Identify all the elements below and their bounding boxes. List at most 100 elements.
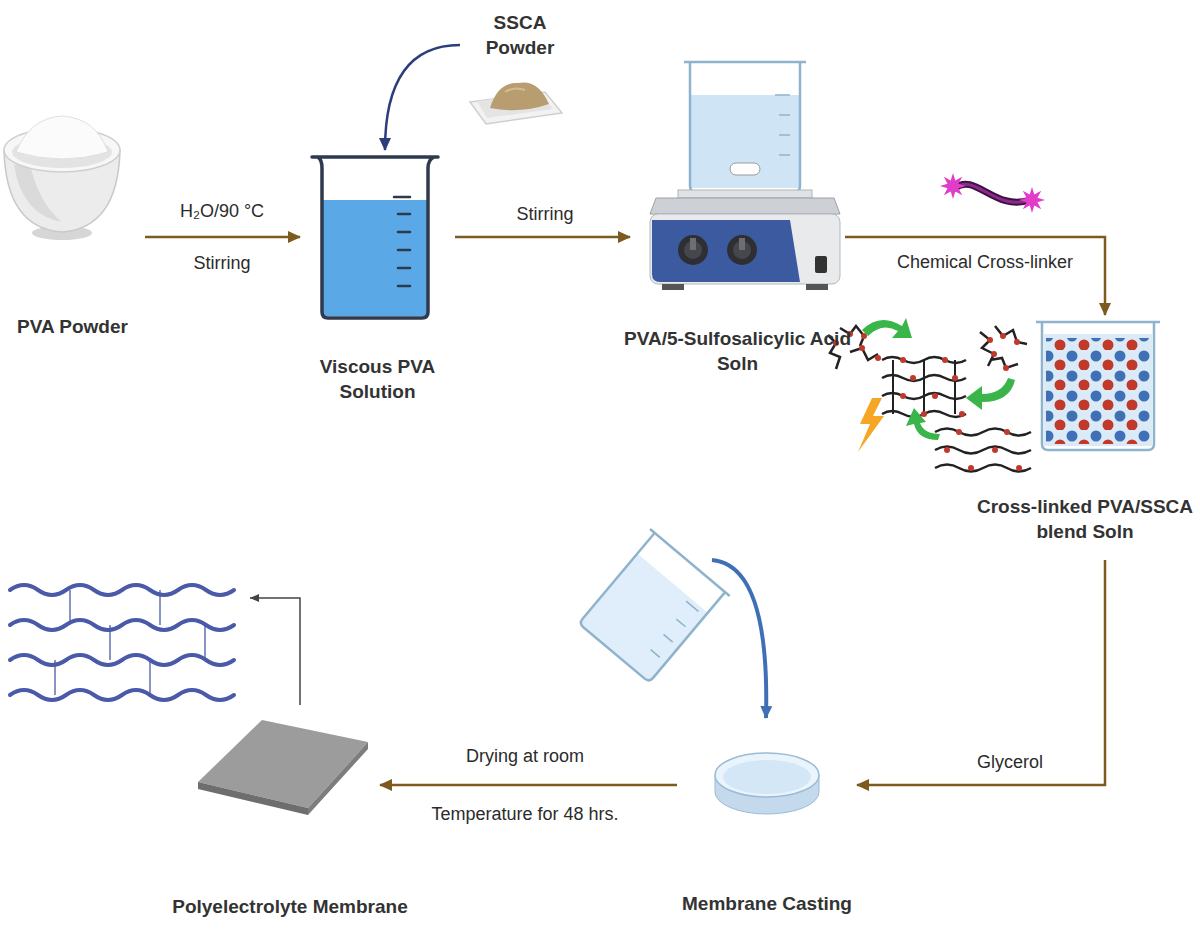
pour-stream [712, 560, 766, 718]
leader-arrow [250, 598, 300, 705]
solution-beaker [398, 213, 410, 216]
flow-arrow [857, 560, 1105, 785]
solution-beaker [312, 157, 438, 318]
polymer-chains [1000, 333, 1006, 339]
polymer-chains [900, 357, 906, 363]
polymer-chains [952, 375, 958, 381]
magnetic-stirrer [652, 220, 800, 282]
petri-dish [715, 753, 819, 797]
flow-arrow [385, 45, 460, 150]
node-caption: PVA/5-Sulfosalicylic Acid Soln [620, 327, 855, 376]
powder-tray [470, 82, 562, 124]
magnetic-stirrer [779, 154, 790, 156]
solution-beaker [394, 196, 410, 199]
pouring-beaker [676, 619, 685, 627]
stage-node: Cross-linked PVA/SSCA blend Soln [820, 315, 1200, 560]
pouring-beaker [686, 601, 698, 611]
magnetic-stirrer [650, 62, 840, 290]
pouring-beaker [579, 554, 707, 682]
polymer-chains [980, 326, 1027, 368]
solution-beaker [398, 231, 410, 234]
polymer-chains [875, 355, 881, 361]
node-caption: Cross-linked PVA/SSCA blend Soln [970, 495, 1200, 544]
stage-node: PVA/5-Sulfosalicylic Acid Soln [630, 55, 845, 400]
stage-node: Membrane Casting [677, 720, 857, 950]
membrane-sheet [198, 720, 368, 815]
flow-arrow [145, 236, 300, 239]
edge-label: Stirring [475, 202, 615, 226]
polymer-network [69, 590, 70, 625]
node-caption: Membrane Casting [657, 892, 877, 917]
stage-node: Viscous PVA Solution [300, 150, 455, 405]
polymer-chains [900, 393, 906, 399]
edge-label: H₂O/90 °C Stirring [167, 185, 277, 289]
cross-linker-icon [955, 184, 1030, 202]
pouring-beaker [663, 634, 672, 642]
cross-linker-icon [1019, 187, 1045, 213]
polymer-chains [968, 465, 974, 471]
blend-beaker [1036, 322, 1160, 450]
powder-bowl [14, 165, 62, 222]
edge-label: Chemical Cross-linker [870, 250, 1100, 274]
node-caption: Polyelectrolyte Membrane [140, 895, 440, 920]
pouring-beaker [648, 601, 699, 657]
petri-dish [715, 753, 819, 814]
stage-node: PVA Powder [0, 115, 145, 360]
flow-arrow [845, 237, 1105, 315]
polymer-chains [859, 345, 865, 351]
magnetic-stirrer [779, 114, 790, 116]
edge-label: Drying at room Temperature for 48 hrs. [418, 727, 633, 843]
node-caption: Viscous PVA Solution [290, 355, 465, 404]
membrane-sheet [198, 782, 308, 815]
membrane-sheet [308, 742, 368, 815]
polymer-chains [942, 357, 948, 363]
magnetic-stirrer [815, 256, 827, 273]
polymer-chains [893, 360, 955, 414]
polymer-chains [833, 331, 1022, 471]
polymer-network [55, 590, 205, 695]
magnetic-stirrer [690, 238, 696, 250]
polymer-chains [991, 351, 997, 357]
node-caption: SSCA Powder [480, 11, 560, 60]
solution-beaker [398, 249, 410, 252]
pouring-beaker [651, 650, 660, 658]
solution-beaker [312, 157, 438, 318]
magnetic-stirrer [650, 214, 840, 284]
magnetic-stirrer [662, 284, 684, 290]
green-arrows [966, 378, 1015, 410]
polymer-chains [1016, 465, 1022, 471]
magnetic-stirrer [775, 94, 790, 96]
flow-arrow [455, 236, 630, 239]
petri-dish [723, 760, 811, 794]
blend-beaker [1044, 334, 1152, 446]
solution-beaker [398, 285, 410, 288]
blend-beaker [1046, 338, 1150, 444]
energy-bolt [858, 398, 884, 452]
magnetic-stirrer [684, 62, 806, 192]
polymer-chains [1004, 429, 1010, 435]
polymer-chains [1014, 339, 1020, 345]
green-arrows [862, 318, 912, 338]
stage-node: SSCA Powder [460, 5, 565, 128]
flow-arrow [380, 784, 677, 787]
magnetic-stirrer [727, 235, 757, 265]
pouring-beaker [574, 529, 730, 686]
cross-linker-icon [940, 173, 1045, 213]
blend-beaker [1036, 322, 1160, 450]
powder-tray [505, 88, 525, 92]
pouring-beaker [574, 529, 730, 686]
polymer-chains [828, 326, 1031, 472]
magnetic-stirrer [775, 95, 790, 155]
green-arrows [862, 318, 1015, 440]
cross-linker-icon [955, 184, 1030, 202]
polymer-chains [944, 447, 950, 453]
cross-linker-icon [940, 173, 966, 199]
powder-tray [490, 82, 549, 110]
polymer-network [149, 660, 150, 695]
stage-node: Polyelectrolyte Membrane [200, 705, 380, 940]
magnetic-stirrer [678, 235, 708, 265]
edge-label: Glycerol [950, 750, 1070, 774]
magnetic-stirrer [690, 95, 800, 188]
magnetic-stirrer [739, 238, 745, 250]
